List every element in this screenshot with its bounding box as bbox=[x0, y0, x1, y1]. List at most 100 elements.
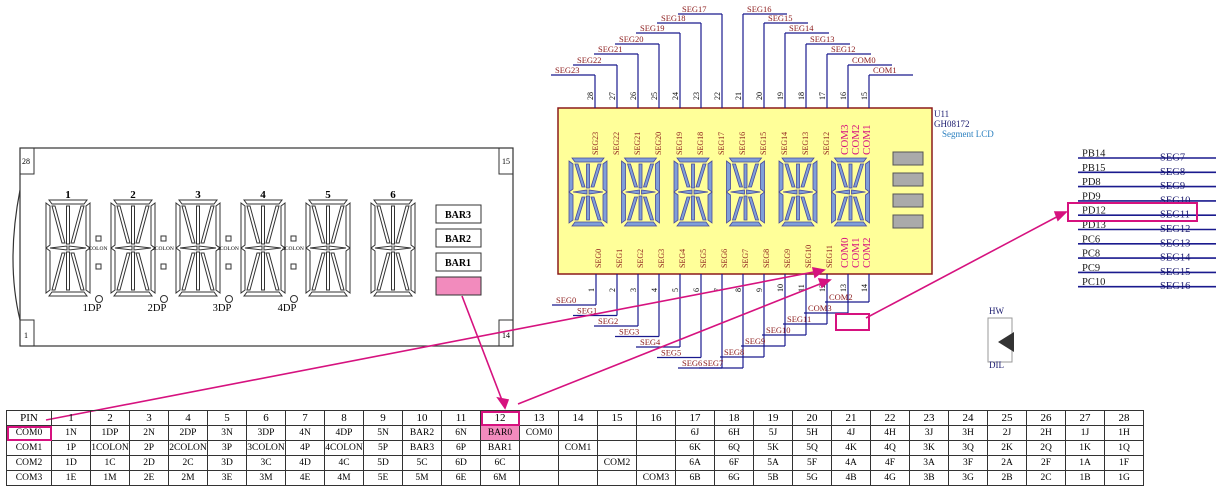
pin-table-cell: 3C bbox=[246, 455, 286, 471]
pin-table-cell: 3G bbox=[948, 470, 988, 486]
pin-table-header-cell: 23 bbox=[909, 410, 949, 426]
schematic-inner-label: SEG20 bbox=[654, 132, 663, 155]
lcd-digit-number: 2 bbox=[130, 189, 136, 201]
pin-table-cell: COM3 bbox=[636, 470, 676, 486]
part-description: Segment LCD bbox=[942, 129, 994, 139]
lcd-digit: 5 bbox=[305, 189, 351, 297]
pin-table-header-cell: 20 bbox=[792, 410, 832, 426]
pin-table-cell: 5J bbox=[753, 425, 793, 441]
schematic-net-label: COM1 bbox=[873, 65, 897, 75]
mcu-pin-label: PB15 bbox=[1082, 163, 1105, 174]
pin-table-header-cell: 14 bbox=[558, 410, 598, 426]
pin-table-cell: 1H bbox=[1104, 425, 1144, 441]
mcu-seg-label: SEG15 bbox=[1160, 267, 1190, 278]
schematic-net-label: SEG16 bbox=[747, 4, 772, 14]
schematic-net-label: SEG2 bbox=[598, 316, 618, 326]
pin-table-cell: 6G bbox=[714, 470, 754, 486]
schematic-inner-label: SEG3 bbox=[657, 249, 666, 268]
schematic-net-label: SEG7 bbox=[703, 358, 723, 368]
schematic-pin-number: 20 bbox=[755, 92, 764, 100]
pin-table-cell: 2H bbox=[1026, 425, 1066, 441]
schematic-net-label: SEG19 bbox=[640, 23, 665, 33]
schematic-digit bbox=[621, 157, 660, 227]
pin-table-cell: 4M bbox=[324, 470, 364, 486]
pin-table-cell: BAR1 bbox=[480, 440, 520, 456]
pin-table-cell: 4K bbox=[831, 440, 871, 456]
schematic-net-label: SEG11 bbox=[787, 314, 811, 324]
mcu-pin-label: PD13 bbox=[1082, 220, 1106, 231]
pin-table-cell: 1F bbox=[1104, 455, 1144, 471]
schematic-pin-number: 6 bbox=[692, 288, 701, 292]
pin-table-header-cell: 27 bbox=[1065, 410, 1105, 426]
pin-table-cell: 3H bbox=[948, 425, 988, 441]
lcd-pin-label: 14 bbox=[502, 331, 510, 340]
lcd-digit-number: 5 bbox=[325, 189, 331, 201]
pin-table-cell: 1J bbox=[1065, 425, 1105, 441]
pin-table-header-cell: 12 bbox=[480, 410, 520, 426]
pin-table-header-cell: 8 bbox=[324, 410, 364, 426]
pin-table-cell: 3E bbox=[207, 470, 247, 486]
pin-table-cell: BAR2 bbox=[402, 425, 442, 441]
pin-table-cell: 1N bbox=[51, 425, 91, 441]
mcu-seg-label: SEG9 bbox=[1160, 181, 1185, 192]
mcu-seg-label: SEG8 bbox=[1160, 167, 1185, 178]
lcd-bar-label: BAR2 bbox=[445, 234, 471, 245]
pin-table-cell: 1Q bbox=[1104, 440, 1144, 456]
pin-table-cell: 1K bbox=[1065, 440, 1105, 456]
pin-table-cell: 2C bbox=[168, 455, 208, 471]
mcu-seg-label: SEG12 bbox=[1160, 224, 1190, 235]
pin-table-header-cell: 16 bbox=[636, 410, 676, 426]
pin-table-header-cell: 6 bbox=[246, 410, 286, 426]
pin-table-cell: 4F bbox=[870, 455, 910, 471]
pin-table-cell: 5G bbox=[792, 470, 832, 486]
schematic-inner-label: SEG19 bbox=[675, 132, 684, 155]
schematic-net-label: SEG3 bbox=[619, 327, 639, 337]
pin-table-cell: 4N bbox=[285, 425, 325, 441]
mcu-seg-label: SEG14 bbox=[1160, 253, 1191, 264]
schematic-pin-number: 25 bbox=[650, 92, 659, 100]
pin-table-cell: 3A bbox=[909, 455, 949, 471]
schematic-digit bbox=[778, 157, 818, 227]
pin-table-cell bbox=[636, 425, 676, 441]
pin-table-cell: 2D bbox=[129, 455, 169, 471]
lcd-digit: 6 bbox=[370, 189, 416, 297]
lcd-decimal-point: 2DP bbox=[148, 295, 168, 314]
schematic-net-label: SEG8 bbox=[724, 347, 744, 357]
schematic-pin-number: 13 bbox=[839, 284, 848, 292]
schematic-net-label: SEG6 bbox=[682, 358, 702, 368]
schematic-inner-label: SEG10 bbox=[804, 245, 813, 268]
schematic-net-label: SEG12 bbox=[831, 44, 856, 54]
schematic-net-label: SEG5 bbox=[661, 348, 681, 358]
schematic-digit bbox=[831, 157, 870, 227]
schematic-pin-number: 14 bbox=[860, 284, 869, 292]
schematic-net-label: SEG22 bbox=[577, 55, 602, 65]
mcu-pin-label: PD12 bbox=[1082, 206, 1106, 217]
pin-table-cell bbox=[636, 440, 676, 456]
pin-table-header-cell: 19 bbox=[753, 410, 793, 426]
pin-table-cell: 4Q bbox=[870, 440, 910, 456]
pin-table-header-cell: 21 bbox=[831, 410, 871, 426]
schematic-inner-label: SEG4 bbox=[678, 249, 687, 268]
schematic-net-label: SEG1 bbox=[577, 306, 597, 316]
lcd-digit: 3 bbox=[175, 189, 221, 297]
pin-table-cell: COM0 bbox=[519, 425, 559, 441]
pin-table-cell: 4J bbox=[831, 425, 871, 441]
schematic-pin-number: 2 bbox=[608, 288, 617, 292]
schematic-bar bbox=[892, 193, 924, 208]
schematic-pin-number: 27 bbox=[608, 92, 617, 100]
pin-table-cell: COM2 bbox=[597, 455, 637, 471]
pin-table-cell: 4B bbox=[831, 470, 871, 486]
schematic-digit bbox=[568, 157, 608, 227]
lcd-colon: 4COLON bbox=[282, 235, 304, 270]
schematic-inner-label: SEG14 bbox=[780, 132, 789, 155]
schematic-inner-label: SEG9 bbox=[783, 249, 792, 268]
dil-label: DIL bbox=[989, 360, 1004, 370]
lcd-dp-label: 4DP bbox=[278, 303, 297, 314]
lcd-digit: 4 bbox=[240, 189, 286, 297]
